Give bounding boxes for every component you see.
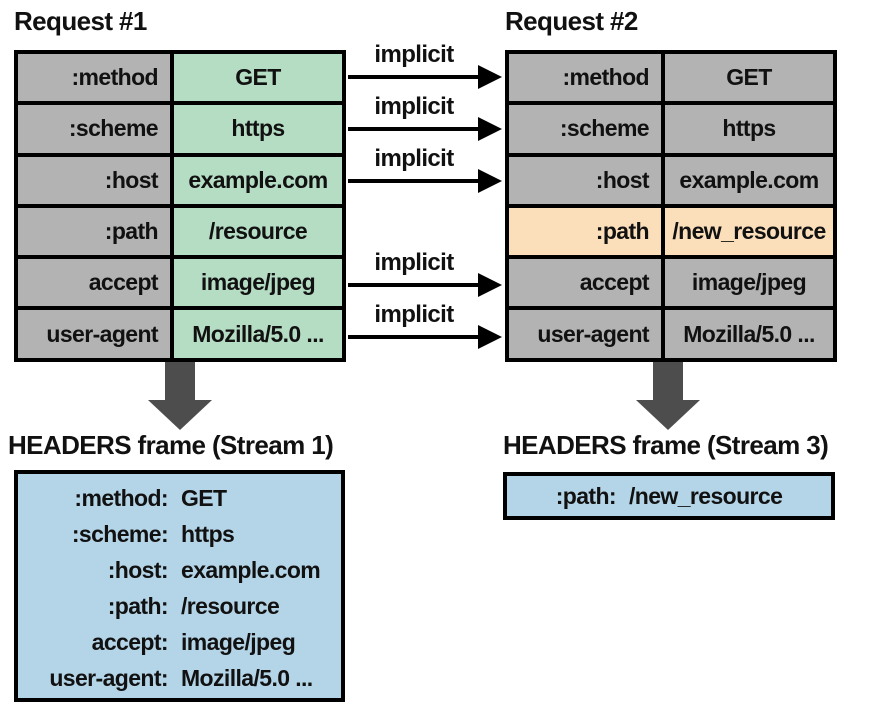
header-line: :method: GET [18, 480, 341, 516]
header-name-cell: :path [509, 207, 661, 256]
header-value-cell: https [665, 105, 833, 153]
header-name-cell: :method [509, 54, 661, 102]
request2-table: :method GET :scheme https :host example.… [505, 50, 837, 362]
request2-title: Request #2 [505, 6, 638, 36]
headers-frame-stream3-box: :path: /new_resource [503, 472, 835, 520]
arrow-line [348, 127, 482, 131]
header-value: https [181, 521, 235, 547]
header-name-cell: :method [18, 54, 170, 102]
implicit-arrow: implicit [348, 41, 502, 91]
header-name-cell: user-agent [18, 310, 170, 358]
implicit-label: implicit [374, 145, 454, 172]
header-value-cell: /resource [174, 207, 342, 256]
header-line: :path: /new_resource [556, 478, 783, 514]
header-name-cell: :scheme [18, 105, 170, 153]
header-value: /resource [181, 593, 280, 619]
header-name-cell: :host [18, 156, 170, 204]
header-value-cell: image/jpeg [665, 259, 833, 307]
implicit-arrow: implicit [348, 145, 502, 195]
header-value-cell: Mozilla/5.0 ... [665, 310, 833, 358]
header-line: :scheme: https [18, 516, 341, 552]
arrowhead-right-icon [478, 117, 502, 141]
arrowhead-right-icon [478, 65, 502, 89]
header-name-cell: :path [18, 207, 170, 256]
down-arrow-icon [636, 362, 700, 430]
implicit-label: implicit [374, 93, 454, 120]
arrow-line [348, 335, 482, 339]
header-line: user-agent: Mozilla/5.0 ... [18, 660, 341, 696]
header-value: /new_resource [629, 483, 783, 509]
header-name: :path: [555, 483, 617, 509]
header-value-cell: image/jpeg [174, 259, 342, 307]
header-name: accept: [91, 629, 169, 655]
implicit-arrow: implicit [348, 249, 502, 299]
header-name: :scheme: [71, 521, 169, 547]
headers-frame-stream1-box: :method: GET :scheme: https :host: examp… [14, 470, 345, 702]
arrow-line [348, 179, 482, 183]
request1-table: :method GET :scheme https :host example.… [14, 50, 346, 362]
header-value-cell: GET [174, 54, 342, 102]
arrowhead-right-icon [478, 169, 502, 193]
header-name-cell: accept [509, 259, 661, 307]
request1-title: Request #1 [14, 6, 147, 36]
header-value: Mozilla/5.0 ... [181, 665, 313, 691]
header-value: example.com [181, 557, 321, 583]
header-value-cell: https [174, 105, 342, 153]
implicit-label: implicit [374, 41, 454, 68]
implicit-label: implicit [374, 249, 454, 276]
implicit-arrow: implicit [348, 301, 502, 351]
header-name-cell: :host [509, 156, 661, 204]
arrow-line [348, 283, 482, 287]
header-name-cell: user-agent [509, 310, 661, 358]
header-value-cell: example.com [174, 156, 342, 204]
header-value: image/jpeg [181, 629, 296, 655]
header-name: :method: [74, 485, 168, 511]
header-value: GET [181, 485, 227, 511]
implicit-arrow: implicit [348, 93, 502, 143]
header-line: accept: image/jpeg [18, 624, 341, 660]
header-value-cell: Mozilla/5.0 ... [174, 310, 342, 358]
down-arrow-icon [148, 362, 212, 430]
frame-stream3-title: HEADERS frame (Stream 3) [503, 430, 829, 460]
frame-stream1-title: HEADERS frame (Stream 1) [8, 430, 334, 460]
header-value-cell: /new_resource [665, 207, 833, 256]
implicit-label: implicit [374, 301, 454, 328]
arrowhead-right-icon [478, 273, 502, 297]
header-name: :path: [107, 593, 169, 619]
header-name: user-agent: [49, 665, 168, 691]
header-line: :host: example.com [18, 552, 341, 588]
header-line: :path: /resource [18, 588, 341, 624]
header-name-cell: accept [18, 259, 170, 307]
header-value-cell: GET [665, 54, 833, 102]
header-name-cell: :scheme [509, 105, 661, 153]
arrow-line [348, 75, 482, 79]
header-value-cell: example.com [665, 156, 833, 204]
arrowhead-right-icon [478, 325, 502, 349]
header-name: :host: [107, 557, 169, 583]
